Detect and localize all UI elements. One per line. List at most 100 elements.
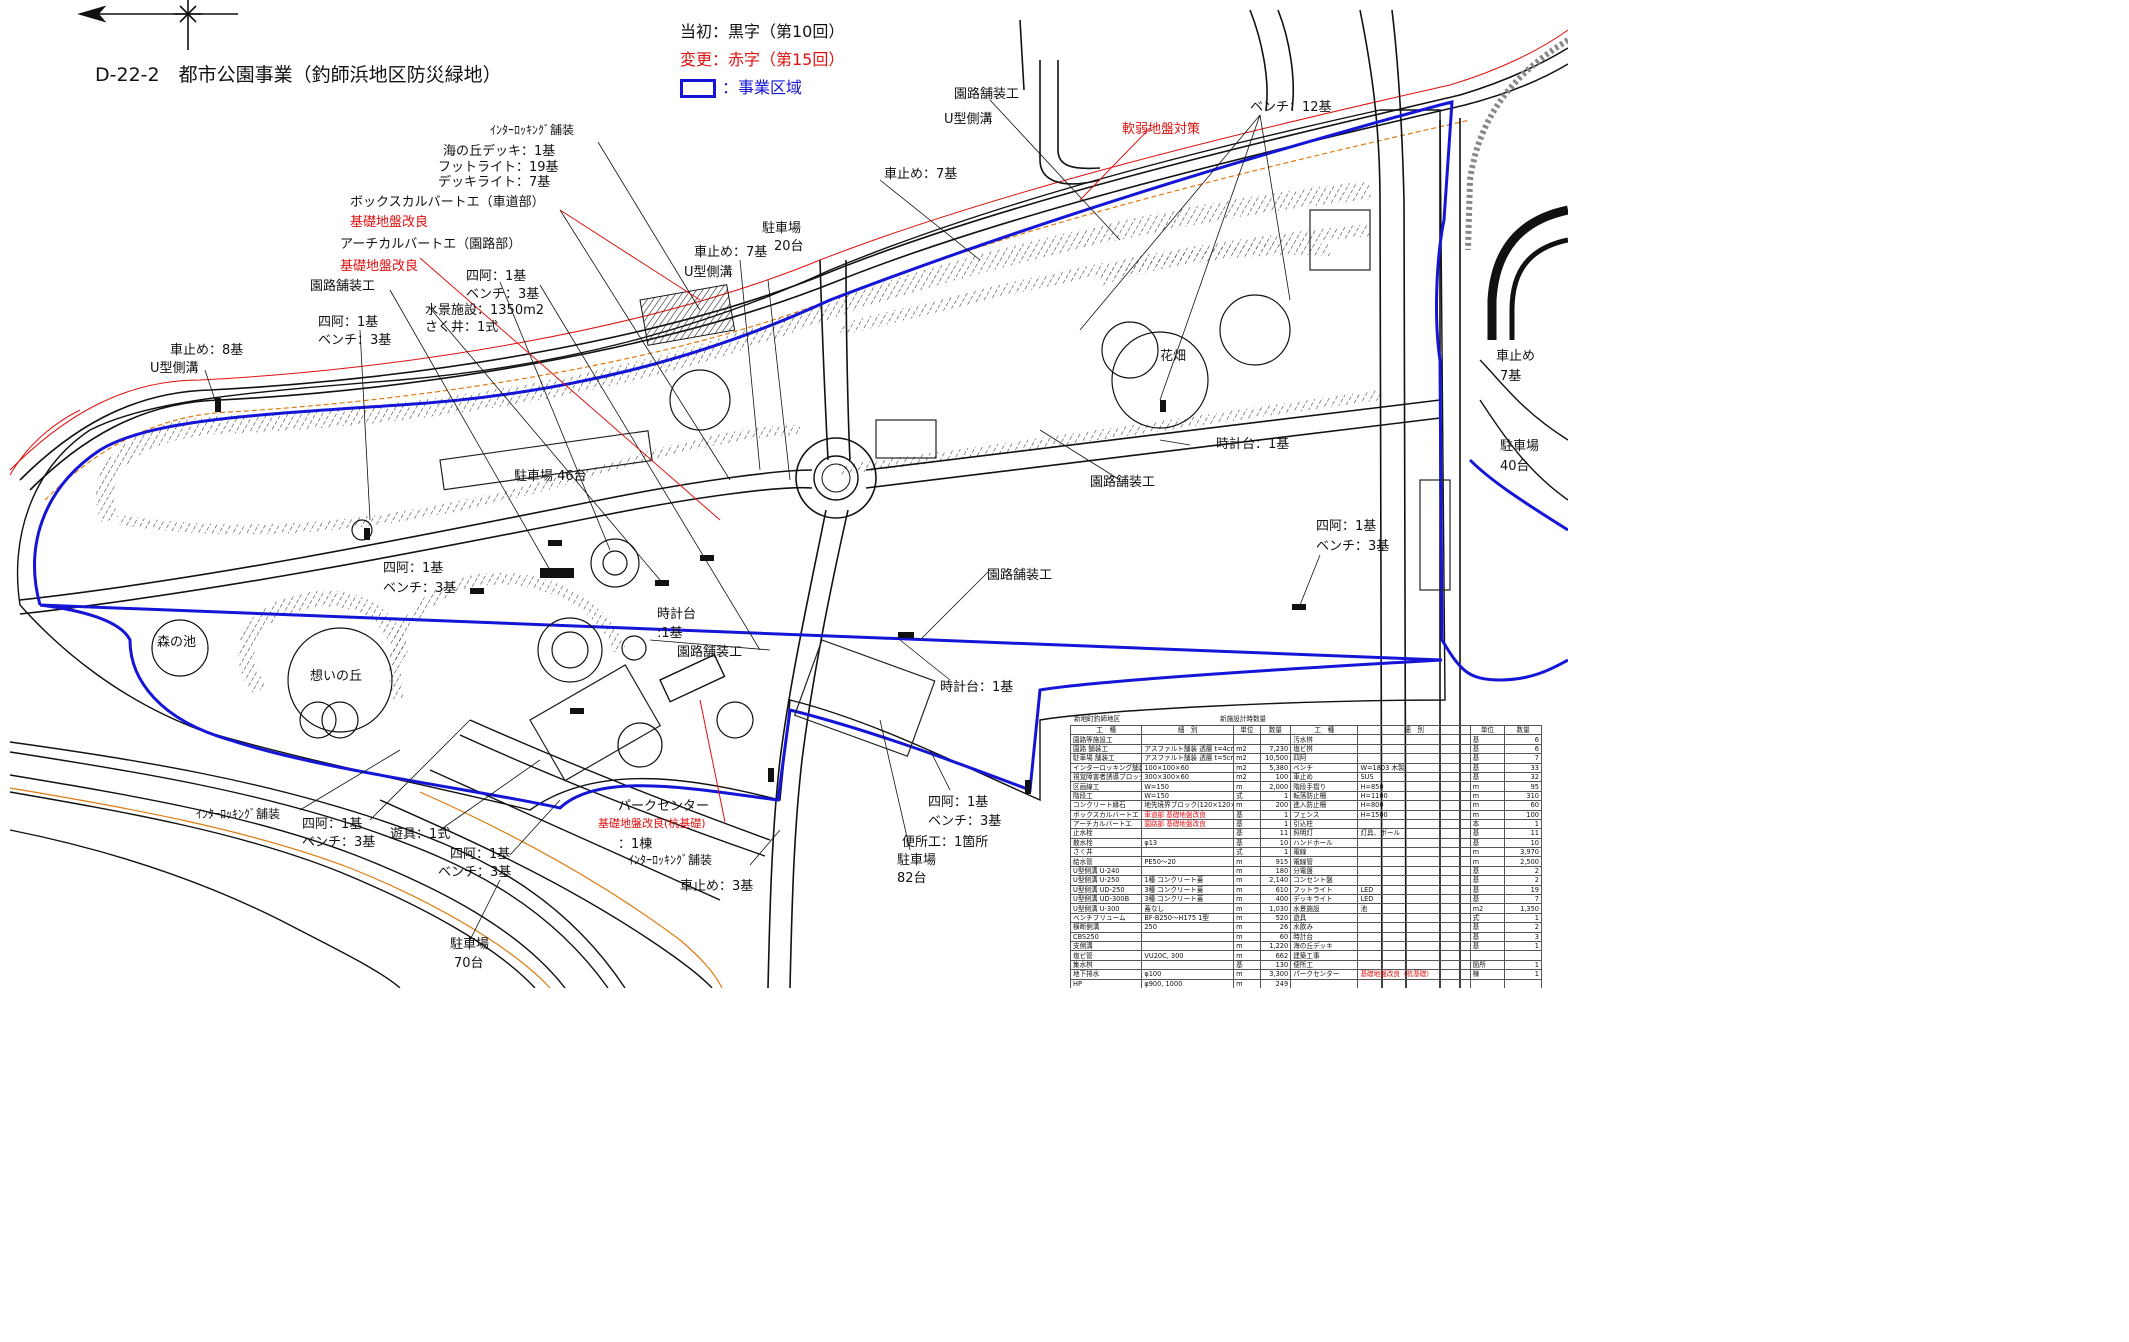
legend-original: 当初：黒字（第10回） [680,22,845,41]
table-cell: 基 [1469,931,1506,943]
table-cell: 1,220 [1259,940,1292,952]
table-cell: H=800 [1357,800,1471,811]
table-cell [1357,743,1471,755]
table-cell: ベンチフリューム [1070,912,1143,924]
table-cell: 散水栓 [1070,837,1143,849]
bench-markers [215,398,1306,794]
table-cell: 3種 コンクリート蓋 [1141,884,1235,896]
table-cell: 1,030 [1259,903,1292,914]
table-cell: 300×300×60 [1141,771,1235,783]
table-cell: 400 [1259,894,1292,905]
table-header-cell: 数量 [1504,724,1542,736]
label-tokeidai-3: 時計台：1基 [940,680,1014,695]
highway-right [1465,37,1568,501]
park-center-building [659,653,726,703]
table-cell [1259,734,1292,745]
table-cell: 四阿 [1290,753,1359,764]
table-cell: 100 [1259,771,1292,783]
label-enro-2: 園路舗装工 [954,87,1020,102]
table-cell: m2 [1469,903,1506,914]
table-cell: 車止め [1290,771,1359,783]
label-kiso-2: 基礎地盤改良 [340,259,419,274]
table-cell: U型側溝 U-250 [1070,875,1143,886]
table-cell: 電線 [1290,847,1359,858]
table-cell: U型側溝 U-240 [1070,865,1143,877]
table-cell: 基 [1233,809,1261,820]
table-cell: 基 [1469,894,1506,905]
table-header-row: 工 種細 別単位数量工 種細 別単位数量 [1070,724,1542,736]
table-cell: 11 [1504,828,1542,839]
table-cell: m [1233,950,1261,961]
table-cell: 園路 舗装工 [1070,743,1143,755]
table-cell: アスファルト舗装 透層 t=4cm [1141,743,1235,755]
table-cell: φ100 [1141,969,1235,980]
table-cell: m [1233,865,1261,877]
label-bench-3g: ベンチ：3基 [928,814,1002,829]
table-cell: さく井 [1070,847,1143,858]
table-cell [1357,856,1471,867]
label-box-culvert: ボックスカルバートエ（車道部） [350,195,545,210]
label-parking-40-count: 40台 [1500,459,1530,474]
table-cell: 本 [1469,818,1506,830]
label-parking-20-count: 20台 [774,239,804,254]
table-cell [1357,912,1471,924]
table-cell: m [1233,884,1261,896]
table-cell [1357,865,1471,877]
page-title: D-22-2 都市公園事業（釣師浜地区防災緑地） [95,64,502,86]
label-yugu: 遊具：1式 [390,827,451,842]
table-cell [1504,978,1542,988]
label-u-sokko-1: U型側溝 [150,361,199,376]
table-cell: 662 [1259,950,1292,961]
label-kurumadome-3: 車止め：3基 [680,879,754,894]
label-azumaya-7: 四阿：1基 [928,795,989,810]
table-cell: HP [1070,978,1143,988]
table-cell [1357,837,1471,849]
table-cell: コンセント盤 [1290,875,1359,886]
table-cell: 3,300 [1259,969,1292,980]
label-suikei: 水景施設：1350m2 [425,303,545,318]
table-cell: 基 [1469,884,1506,896]
table-cell: 60 [1504,800,1542,811]
table-cell: 式 [1469,912,1506,924]
table-cell: 集水桝 [1070,959,1143,971]
label-parking-70-count: 70台 [454,956,484,971]
table-cell: フェンス [1290,809,1359,820]
table-cell: 視覚障害者誘導ブロック [1070,771,1143,783]
label-bench-3c: ベンチ：3基 [1316,539,1390,554]
label-bench-12: ベンチ：12基 [1250,100,1332,115]
label-parking-70: 駐車場 [450,937,490,952]
table-cell: 130 [1259,959,1292,971]
table-cell: 3 [1504,931,1542,943]
table-cell: アスファルト舗装 透層 t=5cm [1141,753,1235,764]
roundabout [795,437,877,519]
table-cell: 915 [1259,856,1292,867]
label-interlocking-1: ｲﾝﾀｰﾛｯｷﾝｸﾞ舗装 [196,807,281,821]
label-parking-82-count: 82台 [897,871,927,886]
table-cell: 基礎地盤改良（杭基礎） [1357,969,1471,980]
table-cell: 1 [1504,940,1542,952]
table-cell: m [1233,940,1261,952]
table-cell: 2,000 [1259,781,1292,792]
table-cell: 7 [1504,894,1542,905]
table-cell: VU20C, 300 [1141,950,1235,961]
legend-area-label: ：事業区域 [722,78,803,97]
table-cell: 階段工 [1070,790,1143,802]
table-cell: H=1100 [1357,790,1471,802]
table-cell: m [1233,856,1261,867]
quantity-table: 新地町釣師地区 新施設計時数量 工 種細 別単位数量工 種細 別単位数量 園路等… [1070,713,1542,988]
label-enro-5: 園路舗装工 [677,645,743,660]
table-row: コンクリート縁石地先境界ブロック(120×120×600)m200進入防止柵H=… [1070,800,1542,811]
table-cell: 250 [1141,922,1235,933]
table-cell: 階段手摺り [1290,781,1359,792]
table-header-cell: 細 別 [1357,724,1471,736]
table-cell: 式 [1233,847,1261,858]
label-bench-3b: ベンチ：3基 [318,333,392,348]
